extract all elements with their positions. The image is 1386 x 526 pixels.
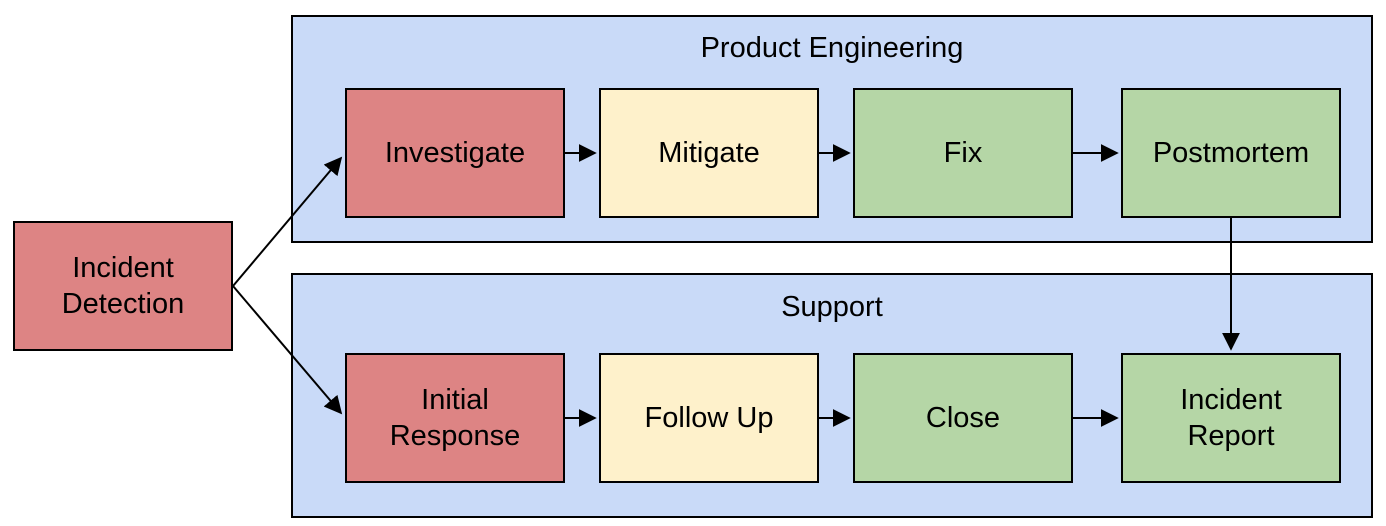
node-follow-up: Follow Up [599, 353, 819, 483]
node-label-fix: Fix [943, 137, 983, 169]
node-label-follow-up: Follow Up [644, 402, 774, 434]
node-incident-detection: Incident Detection [13, 221, 233, 351]
lane-title-support: Support [781, 291, 883, 323]
node-initial-response: Initial Response [345, 353, 565, 483]
node-label-incident-report: Incident Report [1180, 384, 1282, 452]
node-label-investigate: Investigate [384, 137, 526, 169]
node-mitigate: Mitigate [599, 88, 819, 218]
node-label-initial-response: Initial Response [389, 384, 521, 452]
node-incident-report: Incident Report [1121, 353, 1341, 483]
node-investigate: Investigate [345, 88, 565, 218]
lane-title-product-engineering: Product Engineering [700, 32, 964, 64]
node-fix: Fix [853, 88, 1073, 218]
node-label-close: Close [925, 402, 1001, 434]
node-close: Close [853, 353, 1073, 483]
node-label-incident-detection: Incident Detection [61, 252, 185, 320]
node-label-mitigate: Mitigate [658, 137, 760, 169]
node-postmortem: Postmortem [1121, 88, 1341, 218]
node-label-postmortem: Postmortem [1152, 137, 1310, 169]
